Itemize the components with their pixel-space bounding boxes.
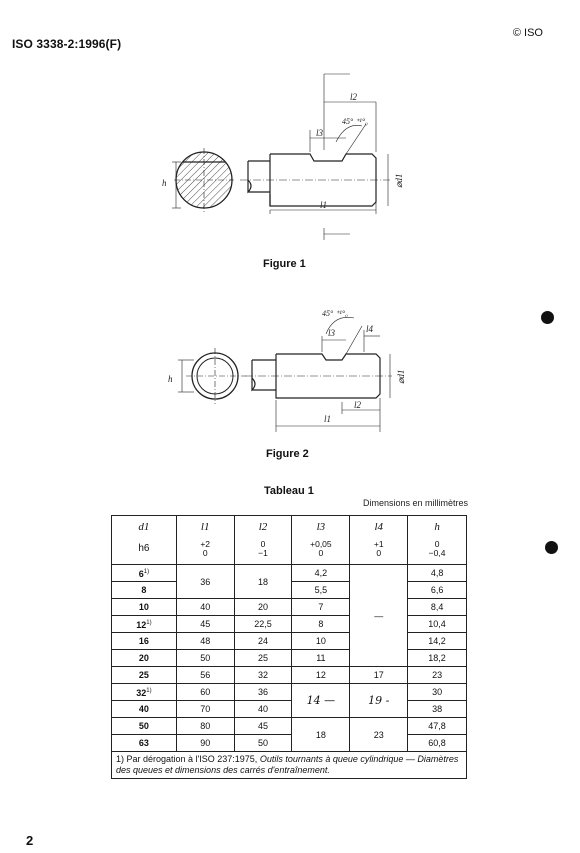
figure-2-drawing: h l3 l4 l2 l1 ⌀d1 45° ⁺¹°₀ — [168, 309, 406, 432]
table-row: 121) 45 22,5 8 10,4 — [111, 615, 467, 633]
cell-l3: 10 — [291, 632, 351, 650]
cell-l1: 60 — [175, 683, 235, 701]
cell-h: 60,8 — [407, 734, 467, 752]
cell-h: 14,2 — [407, 632, 467, 650]
cell-d1: 63 — [111, 734, 177, 752]
cell-l3: 11 — [291, 649, 351, 667]
cell-l1: 56 — [175, 666, 235, 684]
table-row: 50 80 45 18 23 47,8 — [111, 717, 467, 752]
cell-h: 47,8 — [407, 717, 467, 735]
cell-l1: 90 — [175, 734, 235, 752]
cell-d1: 50 — [111, 717, 177, 735]
cell-h: 4,8 — [407, 564, 467, 582]
figure-1-caption: Figure 1 — [263, 258, 306, 270]
cell-l1: 45 — [175, 615, 235, 633]
header-l4: l4+1 0 — [349, 515, 409, 565]
cell-l3: 18 — [291, 717, 351, 752]
cell-h: 18,2 — [407, 649, 467, 667]
cell-l1: 48 — [175, 632, 235, 650]
cell-d1: 16 — [111, 632, 177, 650]
fig2-label-angle: 45° ⁺¹°₀ — [322, 309, 348, 318]
cell-l2: 22,5 — [233, 615, 293, 633]
cell-l1: 40 — [175, 598, 235, 616]
punch-hole-mark — [541, 311, 554, 324]
table-row: 16 48 24 10 14,2 — [111, 632, 467, 650]
fig1-label-h: h — [162, 178, 167, 188]
cell-h: 6,6 — [407, 581, 467, 599]
cell-l3: 7 — [291, 598, 351, 616]
page-number: 2 — [26, 833, 34, 848]
fig2-label-l2: l2 — [354, 400, 362, 410]
cell-l1: 80 — [175, 717, 235, 735]
cell-l2: 50 — [233, 734, 293, 752]
fig2-label-l4: l4 — [366, 324, 374, 334]
table-footnote-row: 1) Par dérogation à l'ISO 237:1975, Outi… — [111, 751, 467, 779]
cell-d1: 25 — [111, 666, 177, 684]
figure-2-caption: Figure 2 — [266, 448, 309, 460]
table-row: 10 40 20 7 8,4 — [111, 598, 467, 616]
cell-l1: 36 — [175, 564, 235, 599]
table-title: Tableau 1 — [264, 485, 314, 497]
cell-h: 8,4 — [407, 598, 467, 616]
cell-l2: 24 — [233, 632, 293, 650]
cell-d1: 10 — [111, 598, 177, 616]
cell-l2: 32 — [233, 666, 293, 684]
fig1-label-d1: ⌀d1 — [394, 174, 404, 188]
cell-l4: 23 — [349, 717, 409, 752]
cell-h: 23 — [407, 666, 467, 684]
cell-l3: 5,5 — [291, 581, 351, 599]
cell-l4: 17 — [349, 666, 409, 684]
cell-l3: 8 — [291, 615, 351, 633]
cell-l4: — — [349, 564, 409, 667]
fig2-label-l3: l3 — [328, 328, 336, 338]
fig2-label-l1: l1 — [324, 414, 331, 424]
figure-1-drawing: h l2 l3 l1 ⌀d1 45° ⁺¹°₀ — [162, 73, 404, 240]
cell-l3: 12 — [291, 666, 351, 684]
cell-h: 38 — [407, 700, 467, 718]
cell-l2: 20 — [233, 598, 293, 616]
fig2-label-h: h — [168, 374, 173, 384]
table-row: 61) 36 18 4,2 — 4,8 — [111, 564, 467, 667]
fig2-label-d1: ⌀d1 — [396, 370, 406, 384]
table-row: 20 50 25 11 18,2 — [111, 649, 467, 667]
fig1-label-l1: l1 — [320, 200, 327, 210]
cell-d1: 61) — [111, 564, 177, 582]
cell-l2: 45 — [233, 717, 293, 735]
header-l1: l1+2 0 — [175, 515, 235, 565]
cell-h: 10,4 — [407, 615, 467, 633]
cell-l3-handwritten: 14 — — [291, 683, 351, 718]
cell-d1: 8 — [111, 581, 177, 599]
table-row: 25 56 32 12 17 23 — [111, 666, 467, 684]
fig1-label-l2: l2 — [350, 92, 358, 102]
table-footnote: 1) Par dérogation à l'ISO 237:1975, Outi… — [111, 751, 467, 779]
table-row: 63 90 50 60,8 — [111, 734, 467, 752]
table-units: Dimensions en millimètres — [363, 498, 469, 508]
cell-l1: 70 — [175, 700, 235, 718]
cell-d1: 40 — [111, 700, 177, 718]
punch-hole-mark — [545, 541, 558, 554]
cell-l3: 4,2 — [291, 564, 351, 582]
fig1-label-l3: l3 — [316, 128, 324, 138]
cell-l4-handwritten: 19 - — [349, 683, 409, 718]
cell-l2: 18 — [233, 564, 293, 599]
cell-l2: 40 — [233, 700, 293, 718]
cell-d1: 321) — [111, 683, 177, 701]
document-id: ISO 3338-2:1996(F) — [12, 37, 122, 51]
cell-d1: 121) — [111, 615, 177, 633]
table-row: 321) 60 36 14 — 19 - 30 — [111, 683, 467, 718]
table-row: 40 70 40 38 — [111, 700, 467, 718]
cell-l1: 50 — [175, 649, 235, 667]
cell-h: 30 — [407, 683, 467, 701]
header-l3: l3+0,05 0 — [291, 515, 351, 565]
cell-l2: 25 — [233, 649, 293, 667]
fig1-label-angle: 45° ⁺¹°₀ — [342, 117, 368, 126]
copyright-notice: © ISO — [512, 27, 543, 39]
cell-d1: 20 — [111, 649, 177, 667]
cell-l2: 36 — [233, 683, 293, 701]
